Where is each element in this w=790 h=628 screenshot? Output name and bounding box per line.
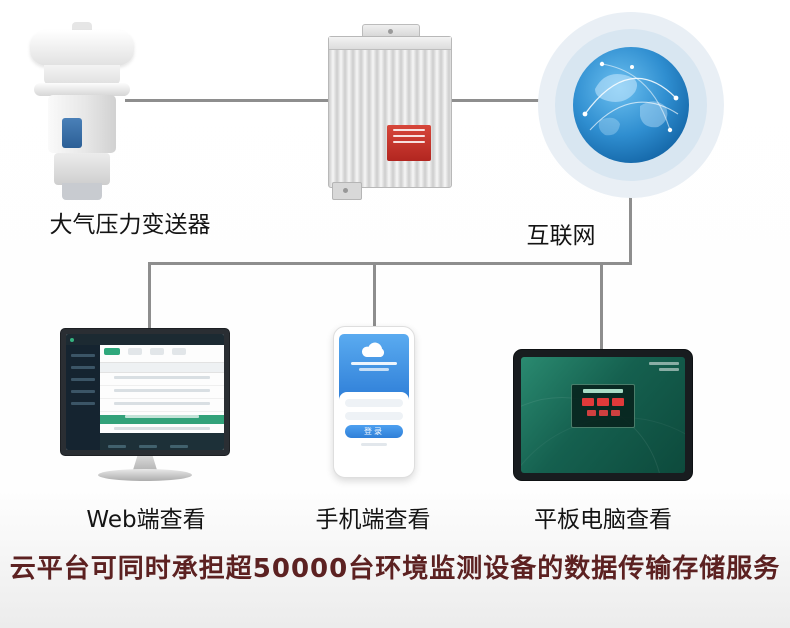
table-row (100, 402, 224, 412)
web-view-label: Web端查看 (86, 507, 206, 533)
internet-globe-illustration (538, 12, 724, 198)
dashboard-main (100, 345, 224, 450)
password-field (345, 412, 403, 420)
headline-text: 云平台可同时承担超50000台环境监测设备的数据传输存储服务 (9, 554, 781, 584)
row-text-bar (113, 402, 211, 405)
monitor-screen (66, 334, 224, 450)
logo-dot (70, 338, 74, 342)
table-highlight-row (100, 415, 224, 424)
logger-finned-body (328, 36, 452, 188)
led-digits-row (572, 397, 634, 406)
row-text-bar (113, 427, 211, 430)
led-digit (582, 397, 594, 406)
connector-drop-mobile (373, 262, 376, 332)
readout-panel (571, 383, 635, 428)
dashboard-sidebar (66, 345, 100, 450)
connector-distribution-bus (148, 262, 632, 265)
connector-sensor-to-logger (125, 99, 335, 102)
app-header-area (339, 334, 409, 400)
led-digit (612, 397, 624, 406)
sidebar-menu-bar (71, 390, 95, 393)
connector-drop-tablet (600, 262, 603, 362)
connector-internet-down (629, 188, 632, 265)
tablet-view-label: 平板电脑查看 (534, 507, 672, 533)
data-logger-illustration (328, 24, 452, 200)
logger-screw (388, 29, 393, 34)
monitor-stand-neck (133, 456, 157, 470)
sidebar-menu-bar (71, 366, 95, 369)
phone-frame: 登录 (333, 326, 415, 478)
sidebar-menu-bar (71, 378, 95, 381)
app-slogan-bar (359, 368, 389, 371)
logger-warning-label (387, 125, 431, 161)
sidebar-menu-bar (71, 354, 95, 357)
table-header-row (100, 362, 224, 373)
internet-label: 互联网 (526, 223, 596, 249)
connector-logger-to-internet (450, 99, 570, 102)
desktop-monitor-illustration (60, 328, 230, 482)
warning-text-line (393, 141, 425, 143)
login-button: 登录 (345, 425, 403, 438)
logger-screw (343, 188, 348, 193)
warning-text-line (393, 135, 425, 137)
toolbar-gray-chip (128, 348, 143, 355)
led-digits-row (572, 409, 634, 416)
tablet-illustration (513, 349, 693, 481)
tablet-screen (521, 357, 685, 473)
mobile-view-label: 手机端查看 (315, 507, 431, 533)
sidebar-menu-bar (71, 402, 95, 405)
footer-bar (108, 445, 126, 448)
warning-text-line (393, 129, 425, 131)
sensor-label: 大气压力变送器 (49, 212, 211, 238)
dashboard-toolbar (100, 345, 224, 362)
row-text-bar (113, 376, 211, 379)
footer-bar (139, 445, 158, 448)
globe-icon (573, 47, 689, 163)
dashboard-topbar (66, 334, 224, 345)
led-digit (610, 409, 620, 416)
username-field (345, 399, 403, 407)
screen-corner-text (649, 362, 679, 374)
toolbar-gray-chip (150, 348, 165, 355)
sensor-body (48, 95, 116, 153)
sensor-mount-foot (62, 183, 102, 200)
smartphone-illustration: 登录 (333, 326, 415, 478)
logger-mount-tab (332, 182, 362, 200)
led-digit (598, 409, 608, 416)
cloud-logo-icon (361, 342, 385, 357)
phone-screen: 登录 (339, 334, 409, 470)
connector-drop-web (148, 262, 151, 334)
row-text-bar (124, 415, 200, 418)
pressure-sensor-illustration (28, 22, 138, 202)
row-text-bar (113, 389, 211, 392)
sensor-cap (30, 30, 134, 66)
sensor-top-knob (72, 22, 92, 32)
tablet-frame (513, 349, 693, 481)
forgot-link-bar (361, 443, 387, 446)
monitor-bezel (60, 328, 230, 456)
toolbar-green-chip (104, 348, 120, 355)
corner-text-bar (649, 362, 679, 365)
toolbar-gray-chip (172, 348, 187, 355)
sensor-blue-connector (62, 118, 82, 148)
logger-top-cap (329, 37, 451, 50)
readout-title-bar (583, 388, 623, 393)
login-card: 登录 (339, 392, 409, 470)
corner-text-bar (659, 368, 679, 371)
app-slogan-bar (351, 362, 397, 365)
sensor-neck (44, 65, 120, 85)
dashboard-footer (100, 433, 224, 450)
led-digit (597, 397, 609, 406)
footer-bar (170, 445, 189, 448)
sensor-disc (34, 83, 130, 96)
sensor-lower-housing (54, 153, 110, 185)
monitor-stand-base (98, 469, 192, 481)
led-digit (586, 409, 596, 416)
table-row (100, 389, 224, 399)
table-row (100, 376, 224, 386)
